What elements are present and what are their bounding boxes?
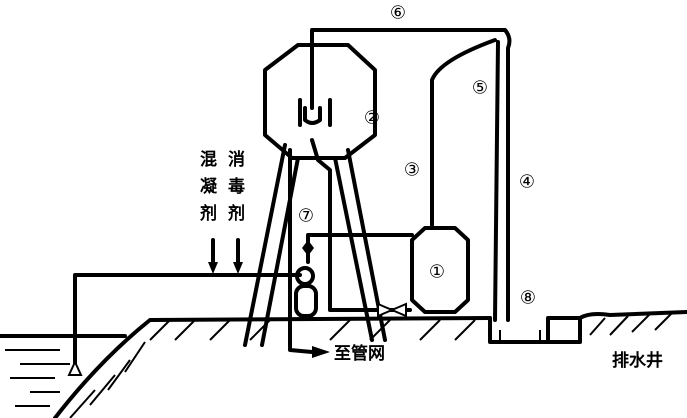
label-8: ⑧ <box>520 288 536 309</box>
dosing-arrows <box>208 238 243 274</box>
label-1: ① <box>429 262 445 283</box>
drain-label: 排水井 <box>612 350 663 371</box>
coagulant-char-1: 混 <box>200 150 217 170</box>
intake-pipe <box>67 273 302 376</box>
to-network-label: 至管网 <box>334 343 385 364</box>
water-body <box>0 334 127 407</box>
ground <box>53 310 687 418</box>
coagulant-char-3: 剂 <box>200 203 217 224</box>
label-4: ④ <box>519 172 535 193</box>
water-tower <box>243 43 412 358</box>
pump <box>294 266 318 318</box>
label-7: ⑦ <box>298 206 314 227</box>
label-3: ③ <box>404 160 420 181</box>
disinfectant-char-3: 剂 <box>228 203 245 224</box>
label-6: ⑥ <box>390 3 406 24</box>
disinfectant-char-1: 消 <box>228 149 245 170</box>
disinfectant-char-2: 毒 <box>228 177 245 197</box>
coagulant-char-2: 凝 <box>200 177 218 197</box>
filter-tank <box>410 226 470 314</box>
valve-line <box>302 233 414 264</box>
label-2: ② <box>364 108 380 129</box>
valve-icon <box>377 302 407 318</box>
upper-pipes <box>310 28 512 322</box>
label-5: ⑤ <box>472 78 488 99</box>
